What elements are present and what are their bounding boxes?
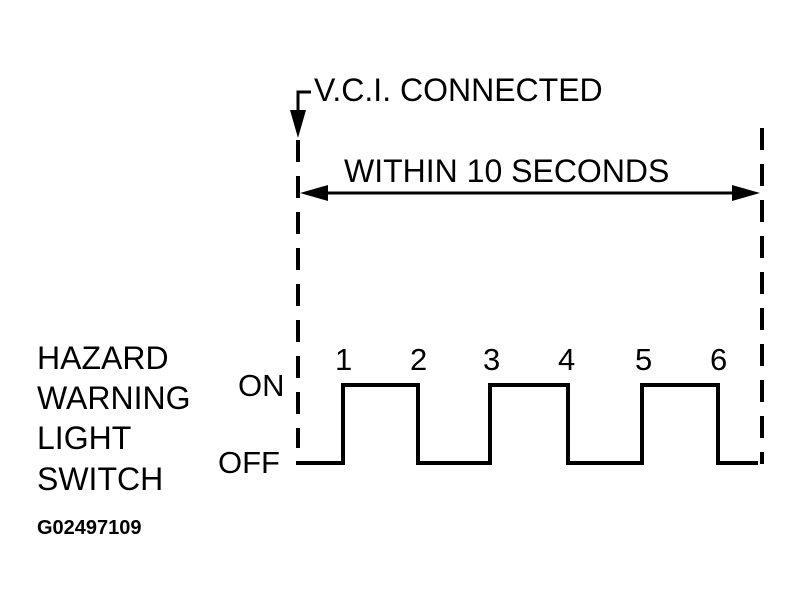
time-window-right-arrowhead [732,185,760,201]
vci-marker-hook [296,90,311,110]
signal-label-line-1: HAZARD [37,340,169,376]
pulse-number-4: 4 [558,342,575,377]
within-10-seconds-label: WITHIN 10 SECONDS [344,153,669,189]
state-off-label: OFF [218,445,280,480]
signal-label-line-2: WARNING [37,380,190,416]
switch-waveform [296,383,758,465]
time-window-left-arrowhead [300,185,328,201]
pulse-number-2: 2 [410,342,427,377]
vci-connected-label: V.C.I. CONNECTED [314,72,603,108]
figure-code: G02497109 [37,517,142,539]
state-on-label: ON [238,368,285,403]
pulse-number-6: 6 [710,342,727,377]
signal-label-line-4: SWITCH [37,461,163,497]
signal-label-line-3: LIGHT [37,420,131,456]
pulse-number-3: 3 [483,342,500,377]
vci-marker-arrowhead [290,110,306,138]
pulse-number-5: 5 [635,342,652,377]
pulse-number-1: 1 [335,342,352,377]
